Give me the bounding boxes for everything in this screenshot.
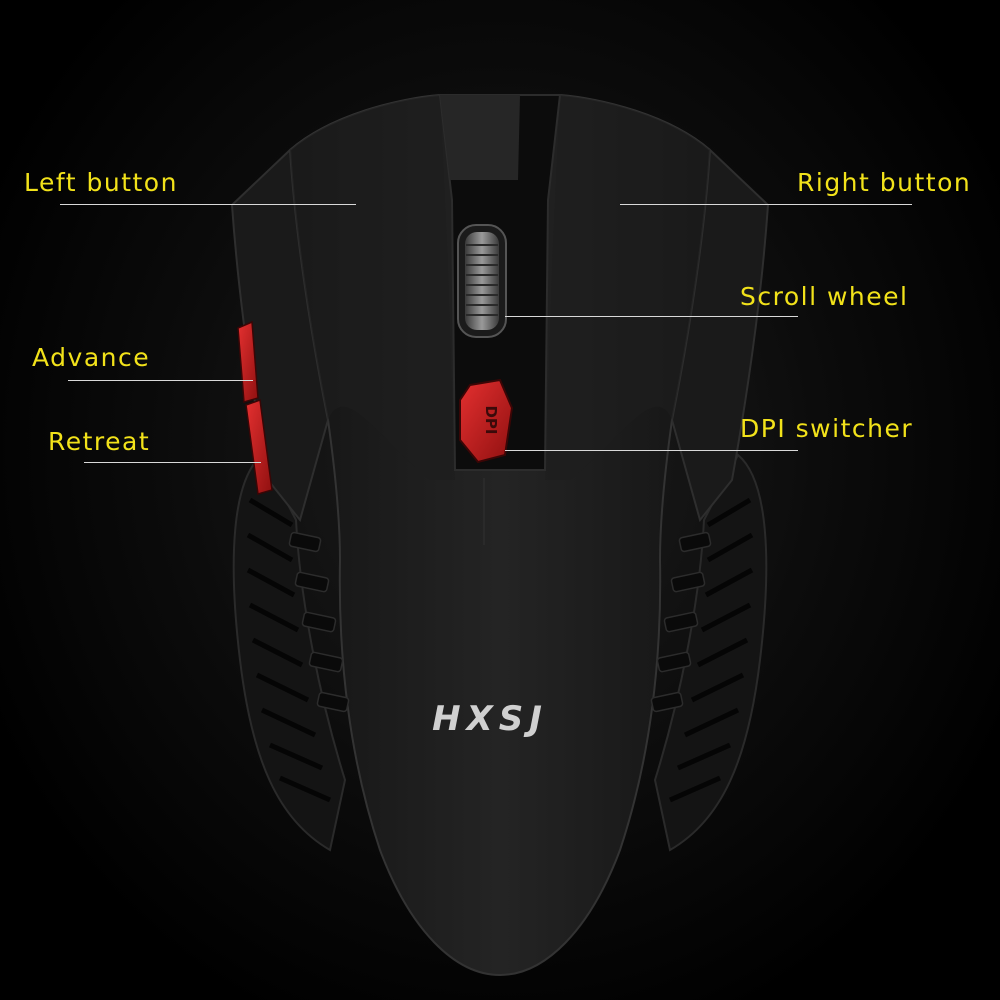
leader-right-button — [620, 204, 912, 205]
callout-retreat: Retreat — [48, 427, 151, 456]
dpi-switcher-button[interactable]: DPI — [459, 378, 514, 464]
callout-right-button: Right button — [797, 168, 972, 197]
advance-button — [237, 320, 259, 403]
leader-dpi-switcher — [505, 450, 798, 451]
leader-advance — [68, 380, 253, 381]
right-grip — [653, 453, 768, 852]
leader-left-button — [60, 204, 356, 205]
brand-logo: HXSJ — [432, 699, 548, 739]
left-grip — [232, 453, 347, 852]
callout-dpi-switcher: DPI switcher — [740, 414, 914, 443]
callout-left-button: Left button — [24, 168, 178, 197]
right-grip-ribs — [668, 497, 754, 803]
callout-advance: Advance — [32, 343, 151, 372]
retreat-button — [245, 398, 273, 495]
left-grip-ribs — [246, 497, 332, 803]
callout-scroll-wheel: Scroll wheel — [740, 282, 909, 311]
right-button-area — [545, 95, 710, 480]
leader-retreat — [84, 462, 261, 463]
left-button-area — [290, 95, 455, 480]
leader-scroll-wheel — [505, 316, 798, 317]
left-vents — [288, 531, 350, 713]
scroll-wheel[interactable] — [457, 224, 507, 338]
right-vents — [650, 531, 712, 713]
dpi-label: DPI — [482, 405, 500, 434]
